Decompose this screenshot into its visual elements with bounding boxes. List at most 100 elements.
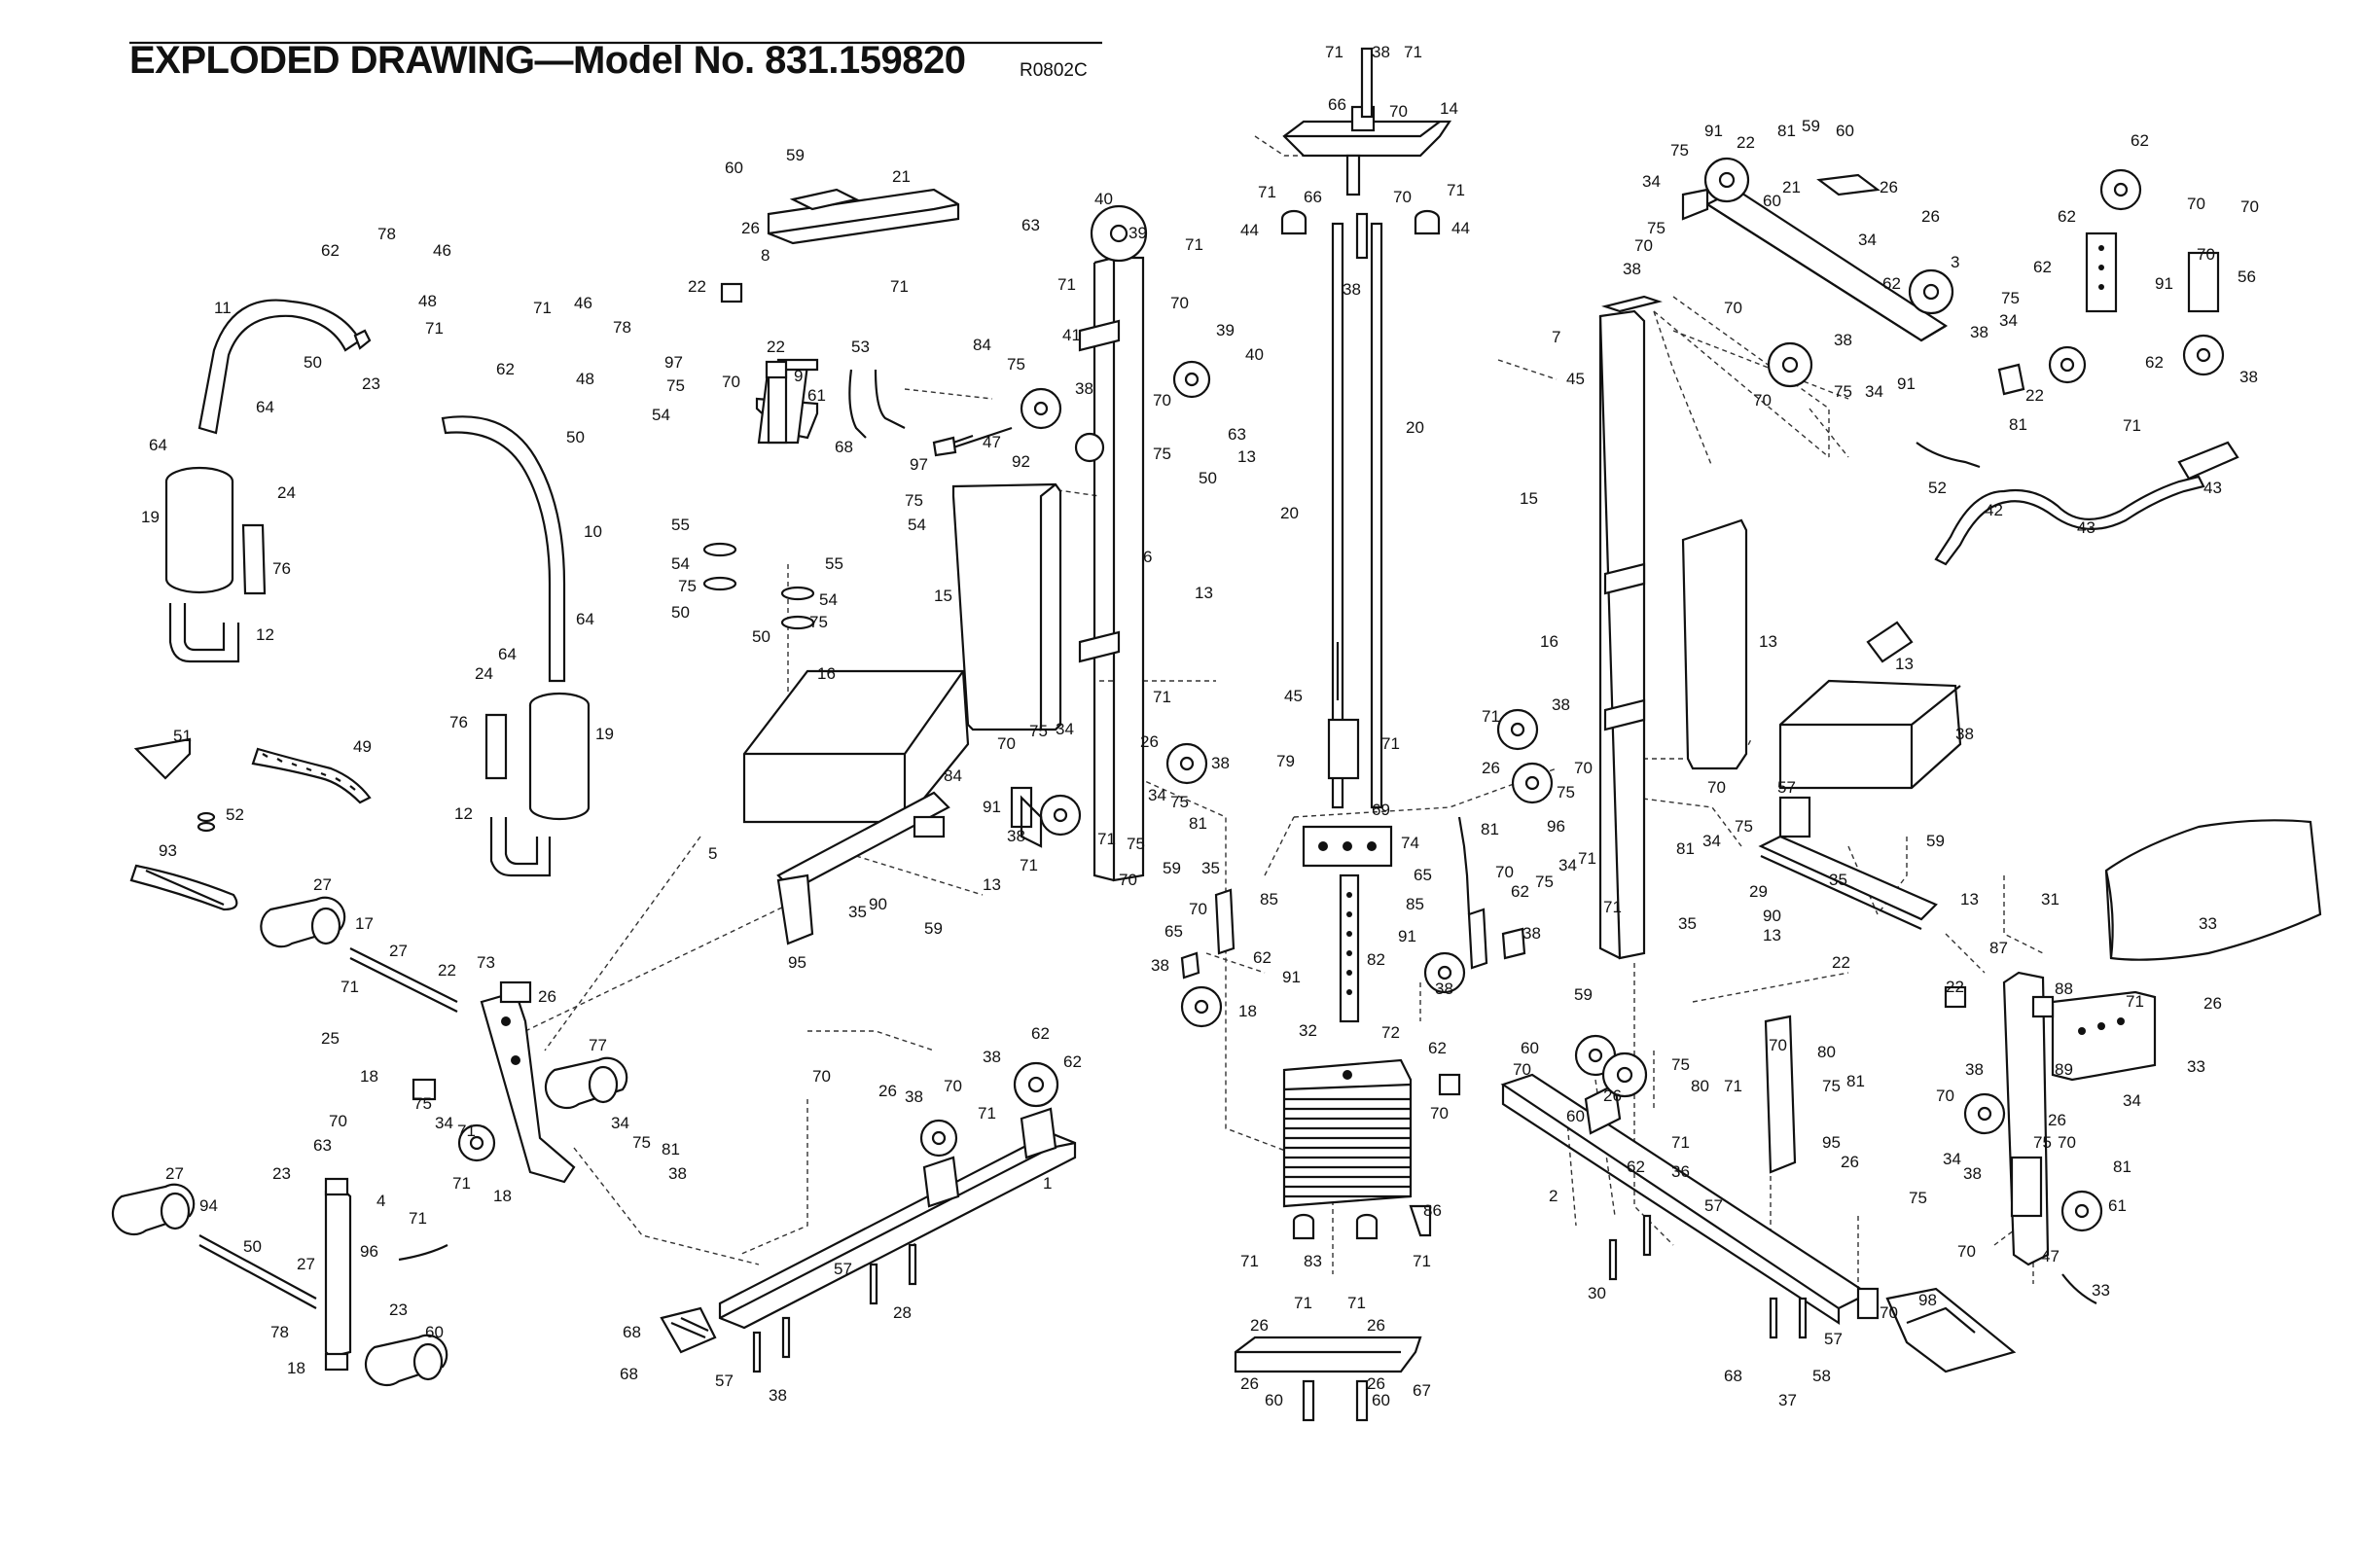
callout: 34 (1999, 311, 2018, 330)
cap-33-c (1856, 1287, 1880, 1320)
callout: 66 (1328, 95, 1346, 114)
grip-43-b (1866, 621, 1914, 663)
callout: 50 (304, 353, 322, 372)
callout: 54 (819, 590, 838, 609)
callout: 26 (1367, 1374, 1385, 1393)
callout: 78 (613, 318, 631, 337)
callout: 38 (1522, 924, 1541, 943)
callout: 71 (452, 1174, 471, 1193)
cap-23-bottom (324, 1352, 349, 1372)
callout: 39 (1128, 224, 1147, 242)
callout-labels: 71 38 71 66 70 14 71 66 70 71 44 44 38 2… (141, 43, 2259, 1409)
callout: 54 (652, 406, 670, 424)
callout: 33 (2199, 914, 2217, 933)
callout: 70 (997, 734, 1016, 753)
back-pad-15 (951, 482, 1062, 731)
rubber-83-right (1355, 1213, 1379, 1240)
callout: 22 (438, 961, 456, 980)
callout: 75 (1909, 1189, 1927, 1207)
callout: 59 (1802, 117, 1820, 135)
leg-lever-30 (1944, 971, 2157, 1266)
callout: 60 (1265, 1391, 1283, 1409)
callout: 38 (1151, 956, 1169, 975)
callout: 75 (809, 613, 828, 631)
callout: 57 (1704, 1196, 1723, 1215)
base-frame-1 (660, 1061, 1077, 1373)
callout: 91 (1704, 122, 1723, 140)
callout: 75 (1170, 793, 1189, 811)
callout: 26 (1880, 178, 1898, 196)
accessories (129, 737, 372, 911)
callout: 92 (1012, 452, 1030, 471)
callout: 71 (1413, 1252, 1431, 1270)
callout: 57 (1777, 778, 1796, 797)
callout: 81 (2113, 1158, 2131, 1176)
swivel-pulley-56 (2048, 168, 2225, 384)
callout: 60 (725, 159, 743, 177)
callout: 36 (1671, 1162, 1690, 1181)
frame-29 (1758, 835, 1938, 921)
callout: 62 (1428, 1039, 1447, 1057)
callout: 85 (1260, 890, 1278, 909)
callout: 22 (767, 338, 785, 356)
callout: 38 (1834, 331, 1852, 349)
callout: 82 (1367, 950, 1385, 969)
callout: 84 (944, 766, 962, 785)
callout: 26 (1367, 1316, 1385, 1335)
guide-rod-20-right (1370, 222, 1383, 809)
callout: 63 (1021, 216, 1040, 234)
callout: 75 (1007, 355, 1025, 374)
callout: 26 (1240, 1374, 1259, 1393)
callout: 7 (1552, 328, 1560, 346)
callout: 75 (1029, 722, 1048, 740)
callout: 91 (1282, 968, 1301, 986)
callout: 60 (1763, 192, 1781, 210)
callout: 71 (1347, 1294, 1366, 1312)
callout: 26 (1250, 1316, 1269, 1335)
callout: 70 (1119, 871, 1137, 889)
callout: 70 (1389, 102, 1408, 121)
top-bracket-14 (1282, 120, 1452, 158)
callout: 44 (1451, 219, 1470, 237)
callout: 70 (1189, 900, 1207, 918)
callout: 34 (435, 1114, 453, 1132)
seat-bracket (913, 815, 946, 838)
callout: 23 (272, 1164, 291, 1183)
callout: 75 (666, 376, 685, 395)
callout: 23 (389, 1301, 408, 1319)
callout: 77 (589, 1036, 607, 1054)
callout: 35 (1201, 859, 1220, 877)
callout: 71 (1153, 688, 1171, 706)
callout: 76 (272, 559, 291, 578)
callout: 2 (1549, 1187, 1558, 1205)
callout: 34 (1558, 856, 1577, 874)
callout: 18 (360, 1067, 378, 1086)
callout: 43 (2203, 479, 2222, 497)
callout: 44 (1240, 221, 1259, 239)
callout: 71 (1020, 856, 1038, 874)
lever-88 (2051, 990, 2157, 1082)
callout: 97 (910, 455, 928, 474)
callout: 50 (671, 603, 690, 622)
callout: 3 (1951, 253, 1959, 271)
callout: 72 (1381, 1023, 1400, 1042)
callout: 63 (1228, 425, 1246, 444)
callout: 43 (2077, 518, 2095, 537)
callout: 22 (1946, 978, 1964, 996)
callout: 33 (2092, 1281, 2110, 1300)
callout: 50 (566, 428, 585, 446)
leg-lever-73 (412, 980, 576, 1184)
callout: 70 (2240, 197, 2259, 216)
base-plate-67 (1234, 1336, 1422, 1422)
callout: 70 (1957, 1242, 1976, 1261)
callout: 13 (983, 875, 1001, 894)
pulleys-upright-6 (932, 204, 1211, 837)
callout: 57 (715, 1372, 734, 1390)
callout: 24 (475, 664, 493, 683)
callout: 62 (2033, 258, 2052, 276)
callout: 26 (538, 987, 556, 1006)
callout: 47 (983, 433, 1001, 451)
callout: 71 (425, 319, 444, 338)
callout: 71 (1482, 707, 1500, 726)
callout: 97 (664, 353, 683, 372)
